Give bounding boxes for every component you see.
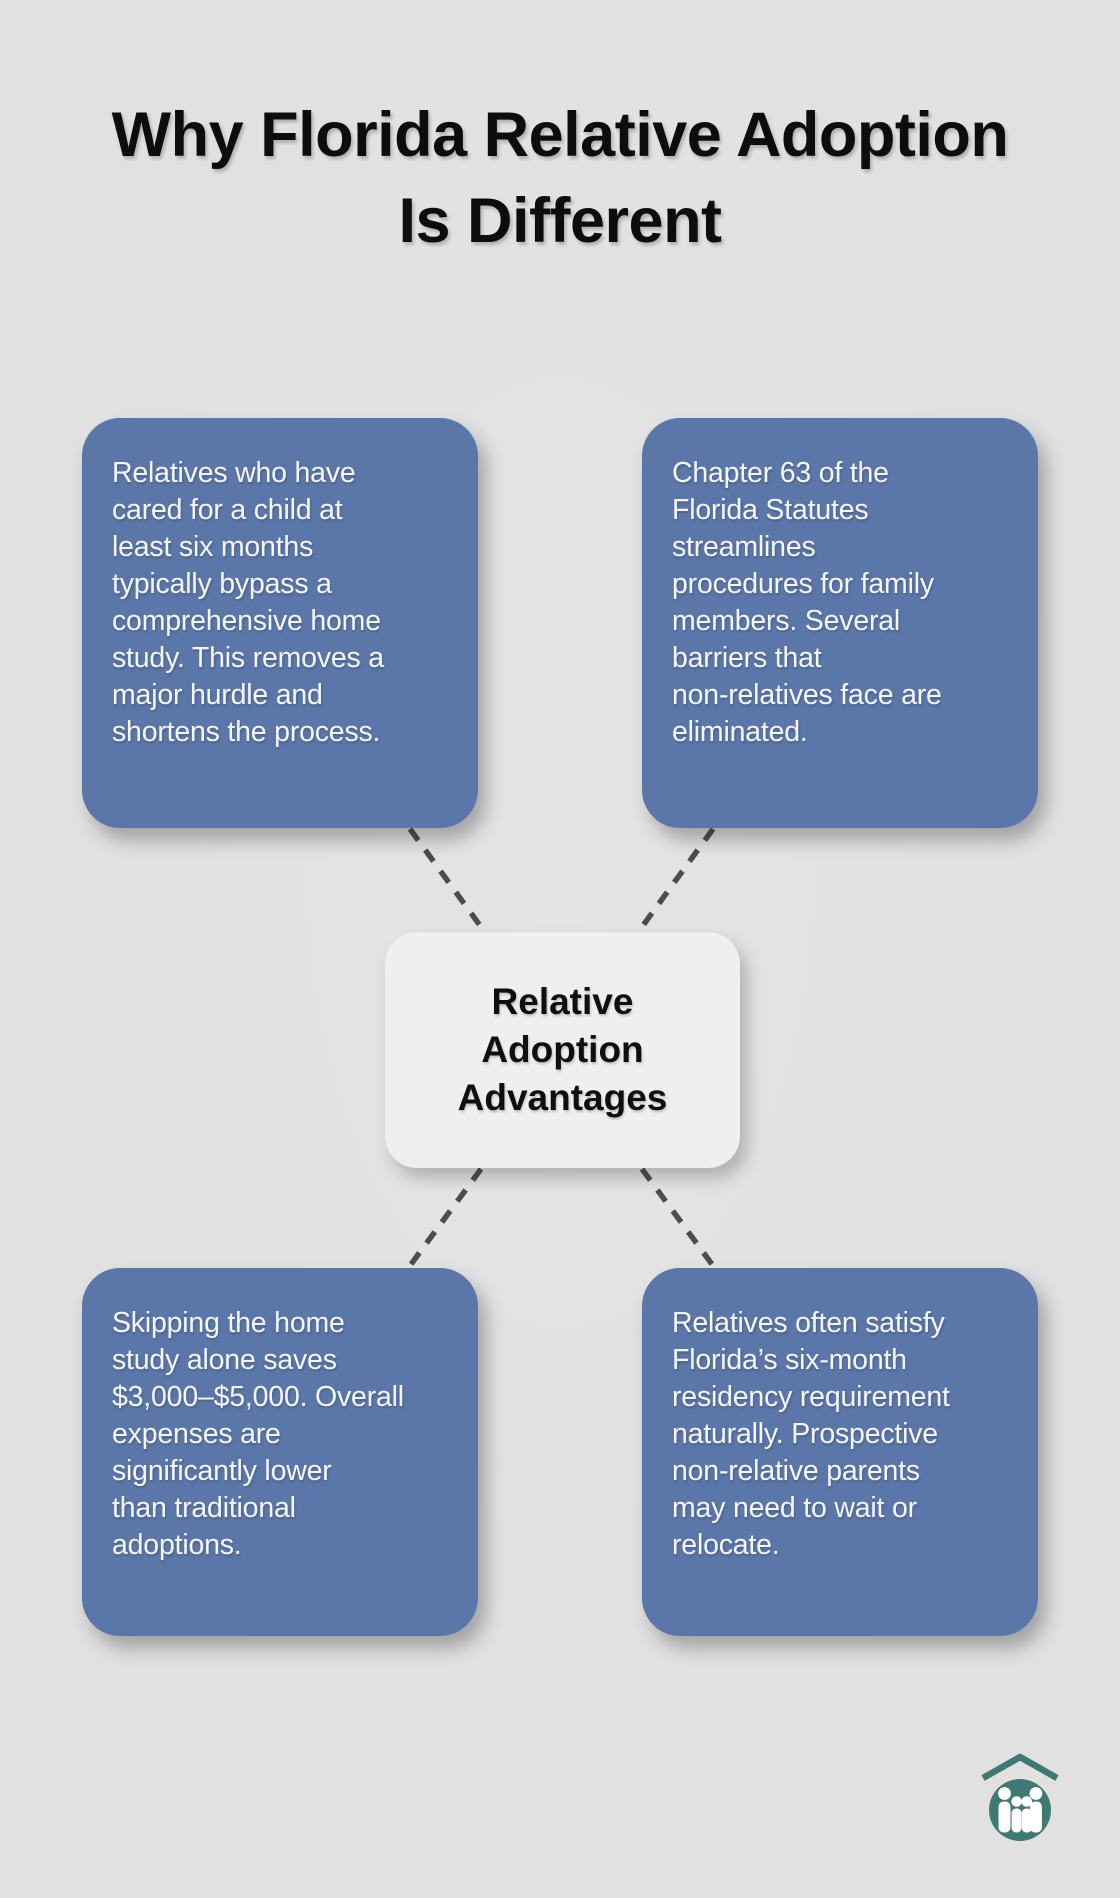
dashed-connector-top-right <box>636 827 716 933</box>
adult-figure-head <box>998 1787 1011 1800</box>
advantage-card-residency: Relatives often satisfy Florida’s six-mo… <box>642 1268 1038 1636</box>
child-figure-body <box>1011 1808 1022 1833</box>
roof-icon <box>981 1753 1059 1781</box>
advantage-card-chapter-63: Chapter 63 of the Florida Statutes strea… <box>642 418 1038 828</box>
child-figure-head <box>1021 1796 1033 1807</box>
center-node: Relative Adoption Advantages <box>385 932 740 1168</box>
child-figure-head <box>1011 1796 1022 1807</box>
advantage-card-text: Relatives often satisfy Florida’s six-mo… <box>672 1307 950 1561</box>
adult-figure-body <box>1029 1801 1042 1833</box>
advantage-card-text: Skipping the home study alone saves $3,0… <box>112 1307 404 1561</box>
advantage-card-home-study-waiver: Relatives who have cared for a child at … <box>82 418 478 828</box>
adult-figure-body <box>998 1801 1011 1833</box>
center-node-label: Relative Adoption Advantages <box>457 981 668 1118</box>
dashed-connector-bottom-right <box>639 1167 717 1269</box>
adult-figure-head <box>1029 1787 1043 1800</box>
advantage-card-text: Relatives who have cared for a child at … <box>112 457 384 748</box>
dashed-connector-bottom-left <box>406 1167 484 1269</box>
advantage-card-text: Chapter 63 of the Florida Statutes strea… <box>672 457 942 748</box>
family-home-logo-icon <box>981 1753 1059 1841</box>
page-title: Why Florida Relative Adoption Is Differe… <box>111 100 1009 256</box>
dashed-connector-top-left <box>407 827 487 933</box>
advantage-card-cost-savings: Skipping the home study alone saves $3,0… <box>82 1268 478 1636</box>
child-figure-body <box>1021 1808 1032 1833</box>
